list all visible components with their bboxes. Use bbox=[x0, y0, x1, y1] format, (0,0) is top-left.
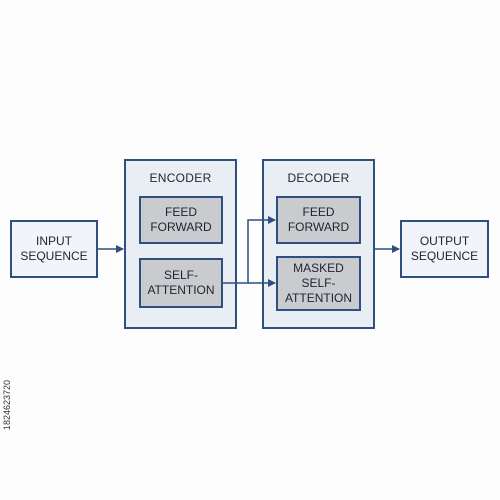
encoder-self-attention-box: SELF- ATTENTION bbox=[139, 258, 223, 308]
arrow-encoder-to-decoder-feed-forward bbox=[223, 216, 276, 284]
decoder-feed-forward-label: FEED FORWARD bbox=[287, 205, 350, 234]
output-sequence-label: OUTPUT SEQUENCE bbox=[410, 234, 479, 263]
encoder-title: ENCODER bbox=[149, 171, 212, 185]
encoder-feed-forward-box: FEED FORWARD bbox=[139, 196, 223, 244]
encoder-feed-forward-label: FEED FORWARD bbox=[150, 205, 212, 234]
watermark-id: 1824623720 bbox=[2, 380, 12, 431]
decoder-masked-self-attention-box: MASKED SELF- ATTENTION bbox=[276, 256, 361, 311]
output-sequence-box: OUTPUT SEQUENCE bbox=[400, 220, 489, 278]
input-sequence-label: INPUT SEQUENCE bbox=[20, 234, 88, 263]
decoder-title: DECODER bbox=[287, 171, 350, 185]
decoder-feed-forward-box: FEED FORWARD bbox=[276, 196, 361, 244]
encoder-self-attention-label: SELF- ATTENTION bbox=[147, 268, 215, 297]
input-sequence-box: INPUT SEQUENCE bbox=[10, 220, 98, 278]
decoder-masked-self-attention-label: MASKED SELF- ATTENTION bbox=[284, 261, 353, 305]
